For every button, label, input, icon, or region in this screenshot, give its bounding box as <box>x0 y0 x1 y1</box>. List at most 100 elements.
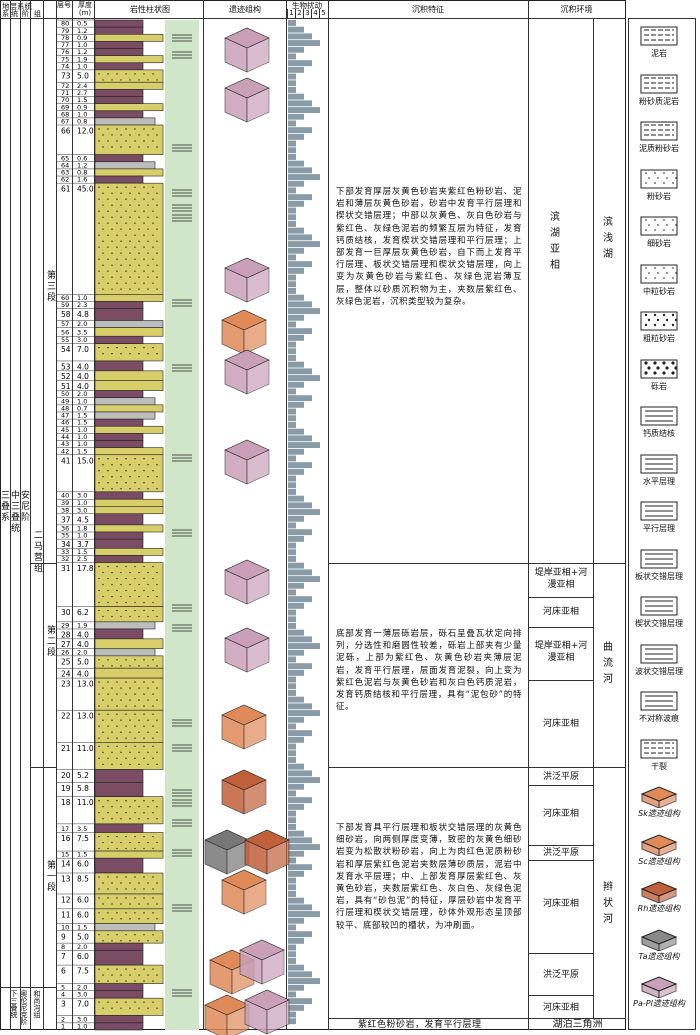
sand-dot <box>152 811 154 814</box>
sand-dot <box>134 1001 136 1003</box>
sand-dot <box>138 192 140 194</box>
bioturbation-bar <box>288 100 312 107</box>
sand-dot <box>116 659 118 661</box>
trace-block-right <box>226 1004 250 1035</box>
sand-dot <box>156 204 158 206</box>
layer-thickness: 5.2 <box>77 771 89 780</box>
bioturbation-bar <box>288 669 304 676</box>
lithology-layer <box>94 990 144 999</box>
layer-number: 6 <box>61 967 66 976</box>
legend-item-sk-ichnofabric: Sk遗迹组构 <box>632 786 686 819</box>
sand-dot <box>134 589 136 592</box>
lithology-layer <box>94 677 164 711</box>
sand-dot <box>147 146 149 148</box>
sand-dot <box>111 571 113 574</box>
sand-dot <box>111 719 113 721</box>
lithology-layer <box>94 555 144 563</box>
sand-dot <box>134 458 136 460</box>
sand-dot <box>116 757 118 760</box>
sand-dot <box>125 234 127 236</box>
sand-dot <box>102 488 104 490</box>
lithology-layer <box>94 648 156 657</box>
bioturbation-bar <box>288 569 312 576</box>
layer-number: 57 <box>61 320 69 328</box>
sand-dot <box>152 737 154 739</box>
trace-block-right <box>261 949 285 985</box>
features-lower: 下部发育具平行层理和板状交错层理的灰黄色细砂岩，向两侧厚度变薄，致密的灰黄色细砂… <box>336 823 522 931</box>
bioturbation-bar <box>288 743 296 750</box>
layer-thickness: 1.5 <box>77 447 87 455</box>
sand-dot <box>125 705 127 707</box>
layer-thickness: 1.5 <box>77 96 87 104</box>
bioturbation-bar <box>288 924 296 931</box>
sand-dot <box>152 482 154 484</box>
sk-ichnofabric-icon <box>640 786 678 808</box>
bioturbation-bar <box>288 194 312 201</box>
sand-dot <box>98 73 100 75</box>
bioturbation-bar <box>288 140 296 147</box>
lithology-layer <box>94 655 164 669</box>
lithology-layer <box>94 294 164 302</box>
figure-frame <box>0 0 626 1030</box>
sand-dot <box>125 346 127 349</box>
sand-dot <box>102 841 104 844</box>
sand-dot <box>107 811 109 814</box>
sand-dot <box>116 270 118 272</box>
layer-number: 7 <box>61 952 66 961</box>
legend-item-mudcrack: 干裂 <box>632 739 686 772</box>
sand-dot <box>147 974 149 976</box>
layer-thickness: 1.2 <box>77 27 87 35</box>
sand-dot <box>147 882 149 884</box>
lithology-layer <box>94 397 156 406</box>
sand-dot <box>156 719 158 721</box>
bioturbation-bar <box>288 944 296 951</box>
sand-dot <box>116 876 118 878</box>
layer-number: 45 <box>61 426 69 434</box>
sand-dot <box>147 940 149 942</box>
layer-number: 42 <box>61 447 69 455</box>
bioturbation-bar <box>288 388 296 395</box>
lithology-layer <box>94 524 164 533</box>
bioturbation-bar <box>288 951 296 958</box>
sand-dot <box>138 276 140 278</box>
sand-dot <box>107 258 109 260</box>
layer-number: 64 <box>61 161 69 169</box>
layer-thickness: 3.0 <box>77 336 87 344</box>
sand-dot <box>156 240 158 242</box>
sand-dot <box>125 737 127 739</box>
sand-dot <box>156 276 158 278</box>
sand-dot <box>156 940 158 942</box>
legend-panel <box>628 18 696 1030</box>
sand-dot <box>152 897 154 899</box>
sand-dot <box>138 719 140 721</box>
bioturbation-bar <box>288 556 296 562</box>
layer-thickness: 1.0 <box>77 41 87 49</box>
sand-dot <box>116 128 118 130</box>
sand-dot <box>125 725 127 727</box>
bioturbation-bar <box>288 334 304 341</box>
lithology-layer <box>94 154 144 163</box>
bioturbation-bar <box>288 46 304 53</box>
sand-dot <box>102 240 104 242</box>
layer-number: 20 <box>61 771 71 780</box>
bioturbation-bar <box>288 308 320 314</box>
sand-dot <box>143 346 145 349</box>
sand-dot <box>129 615 131 618</box>
sand-dot <box>107 210 109 212</box>
layer-thickness: 2.0 <box>77 943 87 951</box>
sand-dot <box>147 817 149 820</box>
sand-dot <box>152 210 154 212</box>
unit-boundary <box>328 1018 626 1019</box>
legend-item-rh-ichnofabric: Rh遗迹组构 <box>632 881 686 914</box>
sand-dot <box>102 204 104 206</box>
sand-dot <box>156 476 158 478</box>
bioturbation-bar <box>288 113 304 120</box>
sand-dot <box>125 681 127 683</box>
legend-item-calcareous-nodule: 钙质结核 <box>632 406 686 439</box>
layer-thickness: 13.0 <box>77 680 94 689</box>
sand-dot <box>98 811 100 814</box>
bioturbation-bar <box>288 341 296 348</box>
sand-dot <box>152 282 154 284</box>
sand-dot <box>134 128 136 130</box>
ta-ichnofabric-icon <box>640 928 678 951</box>
